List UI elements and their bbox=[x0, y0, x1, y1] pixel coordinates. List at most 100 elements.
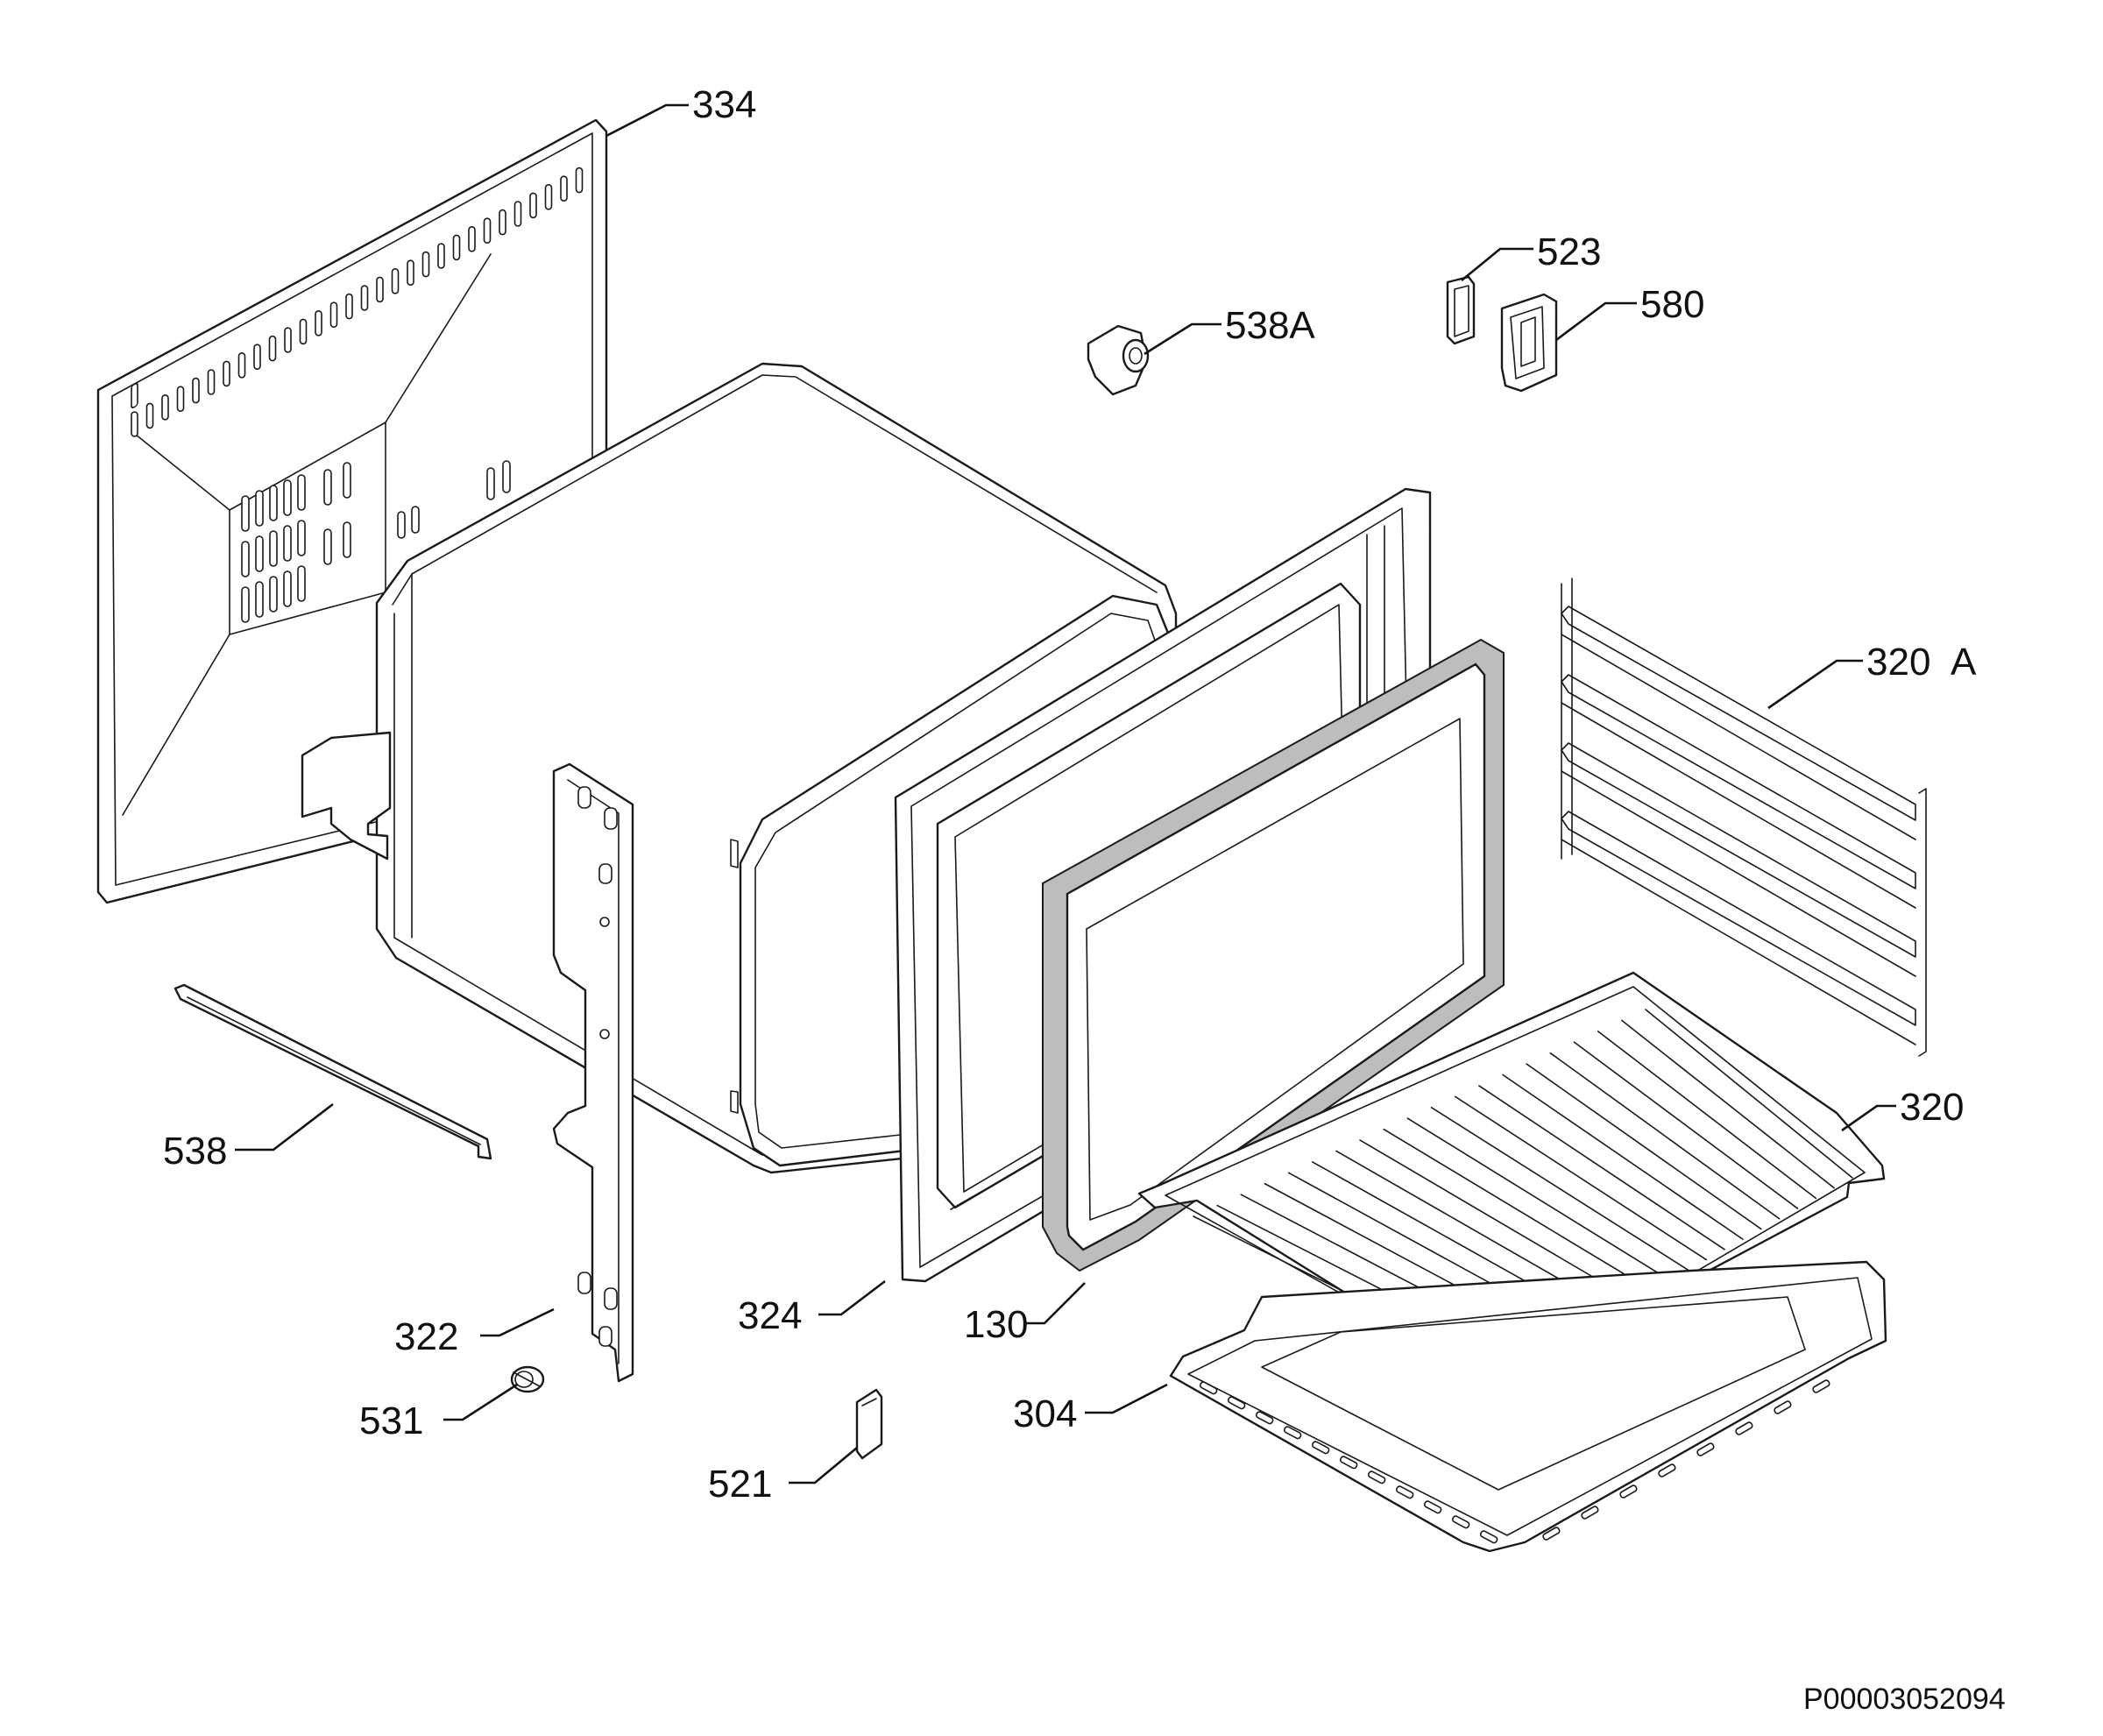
shelf-wire bbox=[1383, 1128, 1653, 1292]
label-531: 531 bbox=[359, 1399, 423, 1442]
label-324: 324 bbox=[738, 1294, 802, 1337]
vent-slot bbox=[269, 530, 278, 567]
leader-304 bbox=[1085, 1383, 1168, 1414]
tray-slot bbox=[1479, 1530, 1498, 1544]
vent-slot bbox=[241, 541, 250, 577]
vent-slot bbox=[437, 243, 445, 269]
vent-slot bbox=[575, 167, 584, 194]
vent-slot bbox=[468, 225, 476, 252]
label-322: 322 bbox=[394, 1315, 458, 1358]
shelf-wire bbox=[1359, 1139, 1634, 1302]
vent-slot bbox=[145, 402, 154, 429]
label-320: 320 bbox=[1900, 1086, 1964, 1129]
vent-slot bbox=[499, 209, 506, 236]
vent-slot bbox=[269, 485, 278, 521]
vent-slot bbox=[421, 251, 430, 278]
vent-slot bbox=[269, 576, 278, 613]
label-523: 523 bbox=[1537, 230, 1601, 273]
vent-slot bbox=[297, 474, 306, 511]
vent-slot bbox=[343, 521, 351, 558]
tray-slot bbox=[1658, 1463, 1676, 1477]
tray-slot bbox=[1696, 1442, 1715, 1456]
shelf-wire bbox=[1478, 1085, 1725, 1251]
runner-rail bbox=[1561, 606, 1916, 821]
leader-130 bbox=[1025, 1282, 1086, 1325]
tray-slot bbox=[1255, 1411, 1274, 1425]
vent-slot bbox=[391, 267, 400, 294]
part-320A-side-runners bbox=[1561, 577, 1927, 1057]
vent-slot bbox=[268, 335, 277, 362]
runner-rail-lower bbox=[1561, 702, 1916, 909]
tray-slot bbox=[1451, 1515, 1470, 1529]
part-538-trim-strip bbox=[173, 983, 492, 1160]
label-580: 580 bbox=[1640, 283, 1704, 326]
vent-slot bbox=[411, 506, 420, 534]
label-538a: 538A bbox=[1225, 304, 1315, 347]
shelf-wire bbox=[1597, 1031, 1817, 1200]
vent-slot bbox=[223, 360, 230, 387]
leader-320a bbox=[1767, 659, 1863, 710]
part-580-bracket bbox=[1500, 293, 1558, 393]
runner-rail-lower bbox=[1561, 770, 1916, 977]
leader-538a bbox=[1144, 322, 1221, 356]
leader-334 bbox=[605, 103, 689, 138]
label-304: 304 bbox=[1013, 1392, 1077, 1435]
part-304-baking-tray bbox=[1169, 1260, 1887, 1553]
leader-538 bbox=[235, 1102, 334, 1151]
label-334: 334 bbox=[692, 83, 756, 126]
vent-slot bbox=[283, 479, 292, 516]
tray-slot bbox=[1367, 1470, 1386, 1484]
vent-slot bbox=[360, 285, 369, 311]
vent-slot bbox=[284, 327, 292, 353]
vent-slot bbox=[323, 469, 332, 506]
shelf-wire bbox=[1526, 1063, 1762, 1230]
part-130-door-seal bbox=[1042, 638, 1505, 1272]
label-320a-suffix: A bbox=[1951, 641, 1977, 684]
leader-531 bbox=[443, 1383, 518, 1421]
tray-slot bbox=[1311, 1441, 1330, 1455]
vent-slot bbox=[376, 276, 384, 303]
vent-slot bbox=[131, 411, 138, 437]
tray-slot bbox=[1395, 1485, 1414, 1499]
tray-slot bbox=[1812, 1379, 1830, 1393]
part-labels: 334 523 580 538A 320 A 320 538 322 531 3… bbox=[163, 83, 2006, 1716]
tray-slot bbox=[1774, 1400, 1792, 1414]
part-322-side-rail bbox=[552, 762, 634, 1383]
shelf-wire bbox=[1406, 1117, 1671, 1281]
runner-rail-lower bbox=[1561, 839, 1916, 1045]
leader-322 bbox=[480, 1307, 555, 1337]
vent-slot bbox=[315, 309, 322, 337]
vent-slot bbox=[192, 377, 200, 404]
vent-slot bbox=[283, 570, 292, 607]
leader-320 bbox=[1841, 1104, 1896, 1132]
shelf-wire bbox=[1502, 1073, 1744, 1240]
vent-slot bbox=[529, 192, 537, 219]
tray-slot bbox=[1619, 1484, 1638, 1499]
vent-slot bbox=[452, 234, 461, 261]
part-538A-lamp-holder bbox=[1087, 324, 1150, 396]
runner-rail bbox=[1561, 811, 1916, 1026]
vent-slot bbox=[483, 217, 492, 244]
leader-521 bbox=[789, 1447, 858, 1484]
vent-slot bbox=[486, 467, 495, 500]
vent-slot bbox=[502, 460, 511, 493]
label-320a-number: 320 bbox=[1866, 641, 1930, 684]
vent-slot bbox=[253, 344, 261, 371]
vent-slot bbox=[237, 351, 246, 379]
tray-slot bbox=[1283, 1426, 1302, 1440]
runner-rail-lower bbox=[1561, 634, 1916, 840]
shelf-wire bbox=[1549, 1052, 1781, 1220]
vent-slot bbox=[513, 201, 522, 227]
leader-324 bbox=[818, 1279, 886, 1316]
runner-rail bbox=[1561, 674, 1916, 889]
vent-slot bbox=[255, 490, 264, 527]
vent-slot bbox=[241, 495, 250, 532]
shelf-wire bbox=[1573, 1041, 1799, 1209]
label-538: 538 bbox=[163, 1130, 227, 1173]
vent-slot bbox=[299, 318, 308, 345]
tray-slot bbox=[1735, 1421, 1753, 1435]
vent-slot bbox=[255, 581, 264, 618]
tray-slot bbox=[1423, 1500, 1442, 1514]
shelf-wire bbox=[1645, 1009, 1853, 1179]
label-130: 130 bbox=[964, 1303, 1028, 1346]
